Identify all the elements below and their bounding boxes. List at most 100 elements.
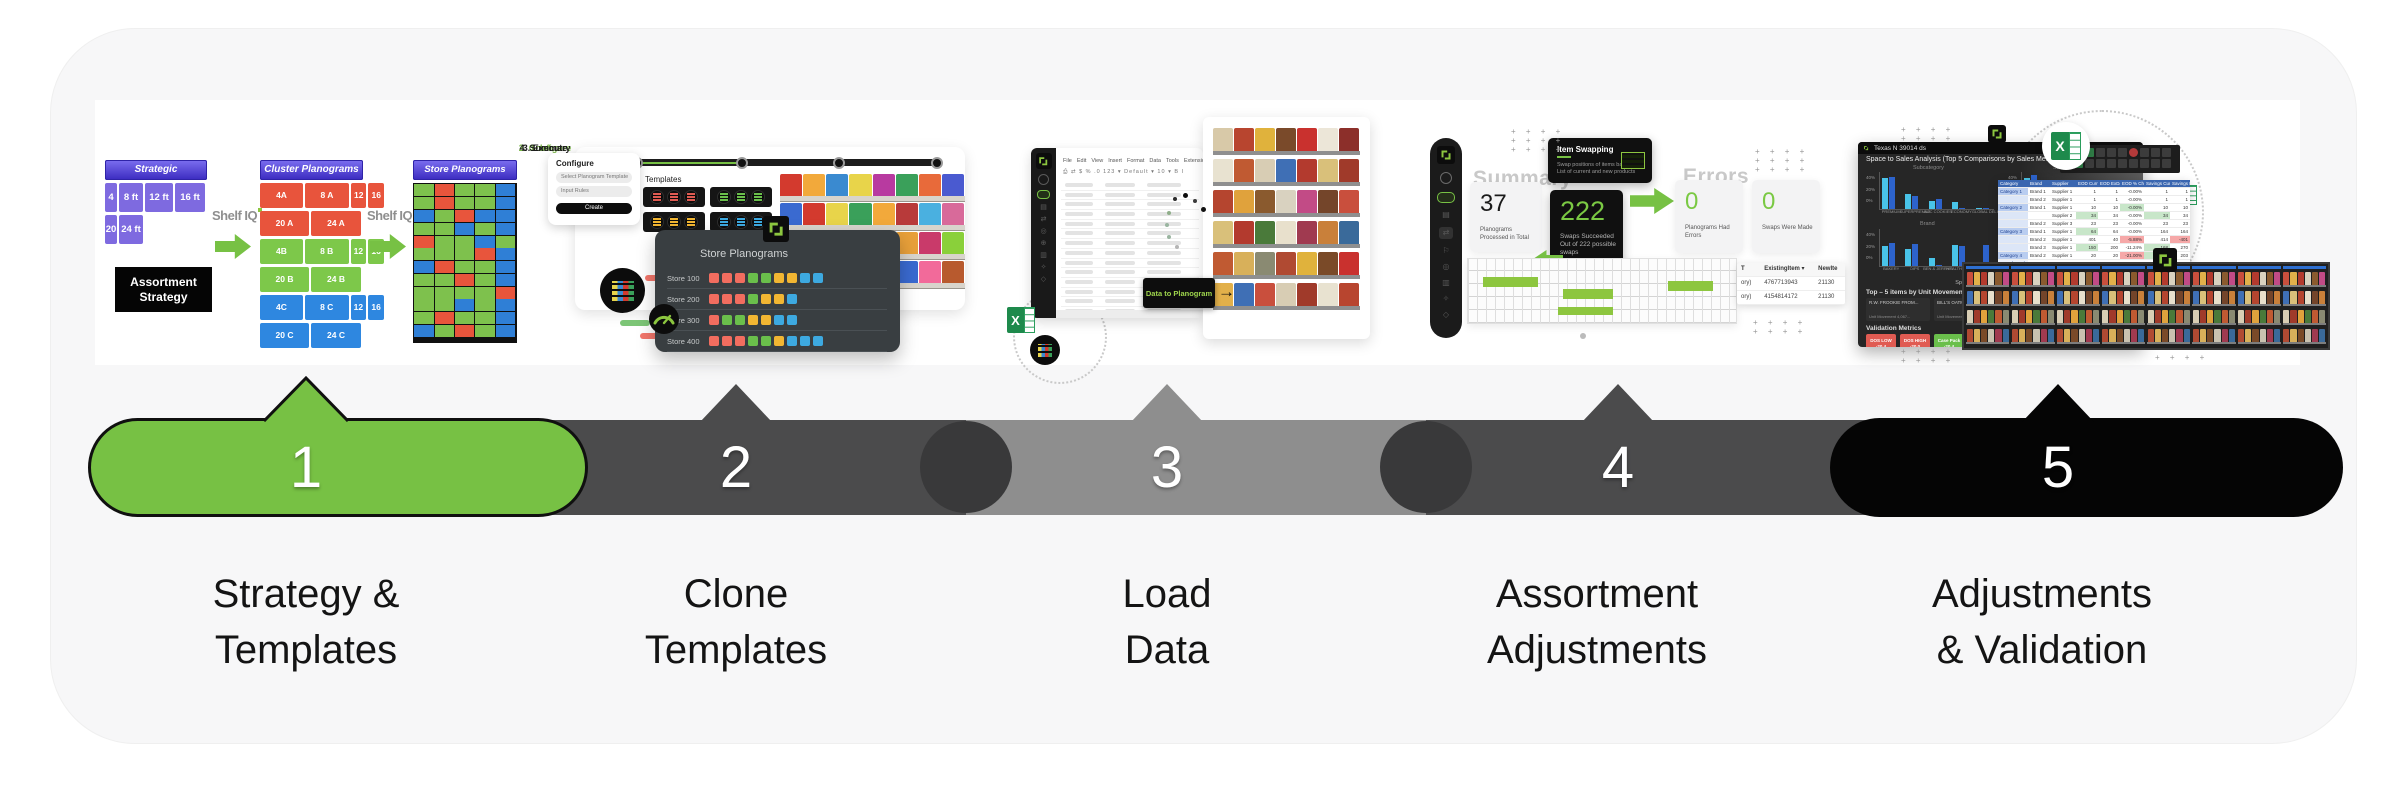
table-cell: 1 bbox=[2165, 189, 2168, 194]
menu-item[interactable]: File bbox=[1063, 158, 1072, 164]
swaps-made-card: 0 Swaps Were Made bbox=[1752, 180, 1820, 253]
menu-item[interactable]: Insert bbox=[1108, 158, 1122, 164]
target-icon[interactable]: ◎ bbox=[1442, 262, 1450, 271]
stepper-node[interactable] bbox=[833, 157, 845, 169]
code-icon[interactable]: ◇ bbox=[1040, 276, 1047, 283]
planogram-bay bbox=[2192, 266, 2236, 346]
swatch bbox=[495, 248, 516, 261]
menu-item[interactable]: Format bbox=[1126, 158, 1145, 164]
swatch bbox=[495, 312, 516, 325]
swatch bbox=[414, 184, 434, 197]
stepper-label[interactable]: 2. Configure bbox=[518, 143, 572, 153]
top-item-card[interactable]: R.W. FROOKIE FROM... Unit Movement 4,067… bbox=[1866, 298, 1930, 321]
active-tool-icon[interactable] bbox=[1037, 190, 1050, 199]
table-cell: Brand 2 bbox=[2030, 253, 2046, 258]
menu-item[interactable]: Data bbox=[1149, 158, 1161, 164]
shelf-edge bbox=[1213, 151, 1360, 155]
swatch bbox=[2274, 271, 2281, 285]
swatch bbox=[2116, 309, 2123, 323]
input-rules-field[interactable]: Input Rules bbox=[556, 186, 632, 197]
stepper-label[interactable]: 1. Intro bbox=[529, 143, 561, 153]
bar-category-label: PREMIUM bbox=[1881, 209, 1901, 214]
step-pill-1[interactable] bbox=[88, 418, 588, 517]
swatch bbox=[2192, 309, 2199, 323]
swatch bbox=[2192, 271, 2199, 285]
active-tool-badge[interactable] bbox=[1437, 192, 1455, 203]
template-group[interactable] bbox=[643, 187, 705, 207]
bar-group: HEALTHY CHOICE bbox=[1946, 245, 1976, 271]
stepper-label[interactable]: 4. Summary bbox=[519, 143, 571, 153]
validation-tile[interactable]: DOS LOW -20 4 bbox=[1866, 334, 1896, 347]
validation-tile[interactable]: Case Pack -20 4 bbox=[1934, 334, 1964, 347]
swatch bbox=[2245, 290, 2252, 304]
store-row[interactable]: Store 100 bbox=[667, 268, 887, 289]
template-group[interactable] bbox=[643, 212, 705, 232]
table-cell: Supplier 1 bbox=[2052, 205, 2073, 210]
planogram-shelf bbox=[1213, 249, 1360, 275]
globe-icon[interactable]: ⊕ bbox=[1040, 240, 1047, 247]
search-icon[interactable] bbox=[1038, 174, 1049, 185]
step-pill-5[interactable] bbox=[1830, 418, 2343, 517]
swatch bbox=[2085, 328, 2093, 343]
menu-item[interactable]: Tools bbox=[1166, 158, 1179, 164]
menu-item[interactable]: View bbox=[1091, 158, 1104, 164]
swatch bbox=[2214, 271, 2221, 285]
select-template-field[interactable]: Select Planogram Template bbox=[556, 172, 632, 183]
layers-icon[interactable]: ▤ bbox=[1442, 210, 1450, 219]
menu-item[interactable]: Edit bbox=[1076, 158, 1087, 164]
swatch bbox=[1213, 221, 1233, 244]
table-cell: 1 bbox=[2185, 189, 2188, 194]
sheet-footer bbox=[1056, 310, 1203, 318]
create-button[interactable]: Create bbox=[556, 203, 632, 214]
swap-icon[interactable]: ⇄ bbox=[1040, 216, 1047, 223]
stepper-label[interactable]: 3. Execute bbox=[522, 143, 568, 153]
target-icon[interactable]: ◎ bbox=[1040, 228, 1047, 235]
table-cell: 164 bbox=[2180, 229, 2188, 234]
swatch bbox=[2228, 309, 2235, 323]
swatch bbox=[1995, 328, 2002, 343]
swatch bbox=[1276, 252, 1296, 275]
swatch bbox=[475, 273, 495, 286]
table-cell: Category 1 bbox=[1998, 188, 2028, 195]
store-planograms-header: Store Planograms bbox=[413, 160, 517, 180]
stepper-node[interactable] bbox=[736, 157, 748, 169]
store-row[interactable]: Store 400 bbox=[667, 331, 887, 352]
swatch bbox=[2312, 328, 2319, 343]
menu-item[interactable]: Extensions bbox=[1183, 158, 1211, 164]
settings-icon[interactable]: ✧ bbox=[1040, 264, 1047, 271]
planogram-shelf bbox=[1213, 125, 1360, 151]
swatch bbox=[2102, 271, 2109, 285]
template-group[interactable] bbox=[710, 212, 772, 232]
cluster-planograms: Cluster Planograms 4A8 A12 A16 A20 A24 A… bbox=[260, 160, 384, 348]
swatch bbox=[1276, 283, 1296, 306]
store-row[interactable]: Store 200 bbox=[667, 289, 887, 310]
toolbar[interactable]: ⎙ ⇄ $ % .0 123 ▾ Default ▾ 10 ▾ B I bbox=[1063, 169, 1185, 175]
chart-icon[interactable]: ▥ bbox=[1040, 252, 1047, 259]
table-cell: -0.00% bbox=[2120, 204, 2144, 211]
sheet-icon[interactable]: ▤ bbox=[1040, 204, 1047, 211]
bar bbox=[1975, 208, 1982, 209]
table-cell: 12 ft bbox=[145, 183, 173, 212]
y-ticks: 40% 20% 0% bbox=[1866, 175, 1876, 203]
swatch bbox=[454, 222, 475, 235]
sliders-icon[interactable]: ⇄ bbox=[1438, 227, 1454, 239]
store-row[interactable]: Store 300 bbox=[667, 310, 887, 331]
timeline-segment-3[interactable] bbox=[966, 420, 1426, 515]
chart-icon[interactable]: ▥ bbox=[1442, 278, 1450, 287]
search-icon[interactable] bbox=[1440, 172, 1452, 184]
swatch bbox=[709, 273, 719, 283]
swatch bbox=[2290, 309, 2297, 323]
swatch bbox=[1297, 221, 1317, 244]
expand-icon[interactable]: ◇ bbox=[1442, 310, 1450, 319]
swatch bbox=[2011, 309, 2018, 323]
flag-icon[interactable]: ⚐ bbox=[1442, 246, 1450, 255]
sparkle-icon[interactable]: ✧ bbox=[1442, 294, 1450, 303]
template-group[interactable] bbox=[710, 187, 772, 207]
swatch bbox=[787, 294, 797, 304]
bay-shelf bbox=[2282, 327, 2326, 345]
swatch bbox=[475, 197, 495, 210]
data-to-planogram-button[interactable]: Data to Planogram bbox=[1143, 278, 1215, 308]
validation-tile[interactable]: DOS HIGH -20 0 bbox=[1900, 334, 1930, 347]
stepper-node[interactable] bbox=[931, 157, 943, 169]
